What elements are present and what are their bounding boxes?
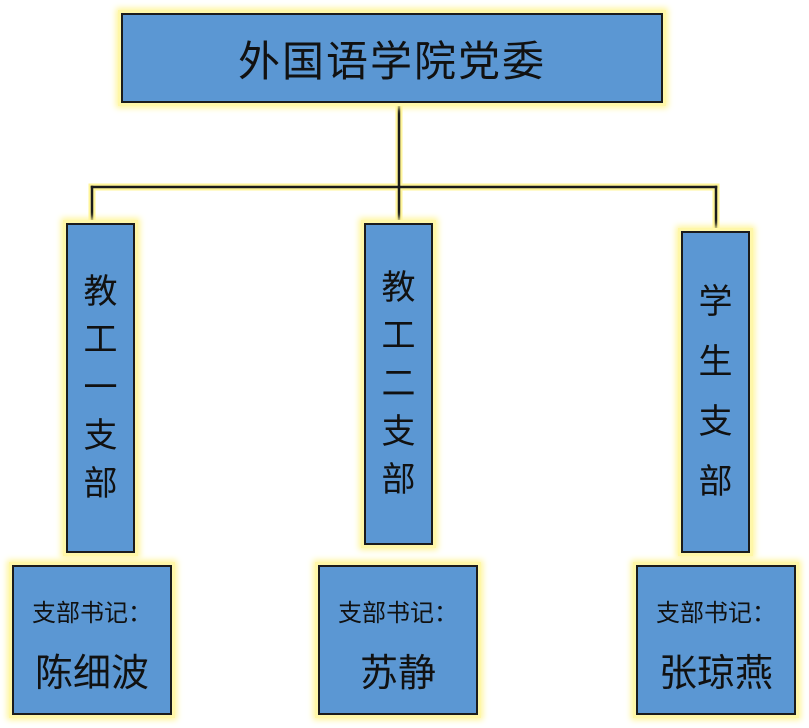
branch-char: 工	[381, 316, 416, 356]
branch-char: 教	[381, 268, 416, 308]
branch-char: 支	[83, 416, 118, 456]
branch-node-students: 学 生 支 部	[681, 231, 750, 553]
party-committee-title: 外国语学院党委	[237, 36, 546, 86]
branch-char: 二	[381, 364, 416, 404]
secretary-label: 支部书记：	[338, 599, 458, 627]
secretary-node-staff-2: 支部书记： 苏静	[318, 565, 478, 715]
branch-char: 学	[698, 282, 733, 322]
branch-char: 部	[83, 464, 118, 504]
secretary-name: 苏静	[359, 651, 436, 695]
branch-char: 支	[698, 402, 733, 442]
secretary-node-students: 支部书记： 张琼燕	[636, 565, 796, 715]
branch-char: 支	[381, 412, 416, 452]
secretary-node-staff-1: 支部书记： 陈细波	[12, 565, 172, 715]
secretary-name: 陈细波	[34, 651, 149, 695]
branch-char: 一	[83, 368, 118, 408]
secretary-label: 支部书记：	[32, 599, 152, 627]
secretary-name: 张琼燕	[658, 651, 773, 695]
branch-char: 教	[83, 272, 118, 312]
branch-char: 部	[381, 460, 416, 500]
branch-char: 部	[698, 462, 733, 502]
branch-node-staff-2: 教 工 二 支 部	[364, 223, 433, 545]
branch-char: 工	[83, 320, 118, 360]
branch-char: 生	[698, 342, 733, 382]
branch-node-staff-1: 教 工 一 支 部	[66, 223, 135, 553]
secretary-label: 支部书记：	[656, 599, 776, 627]
party-committee-node: 外国语学院党委	[121, 13, 663, 103]
